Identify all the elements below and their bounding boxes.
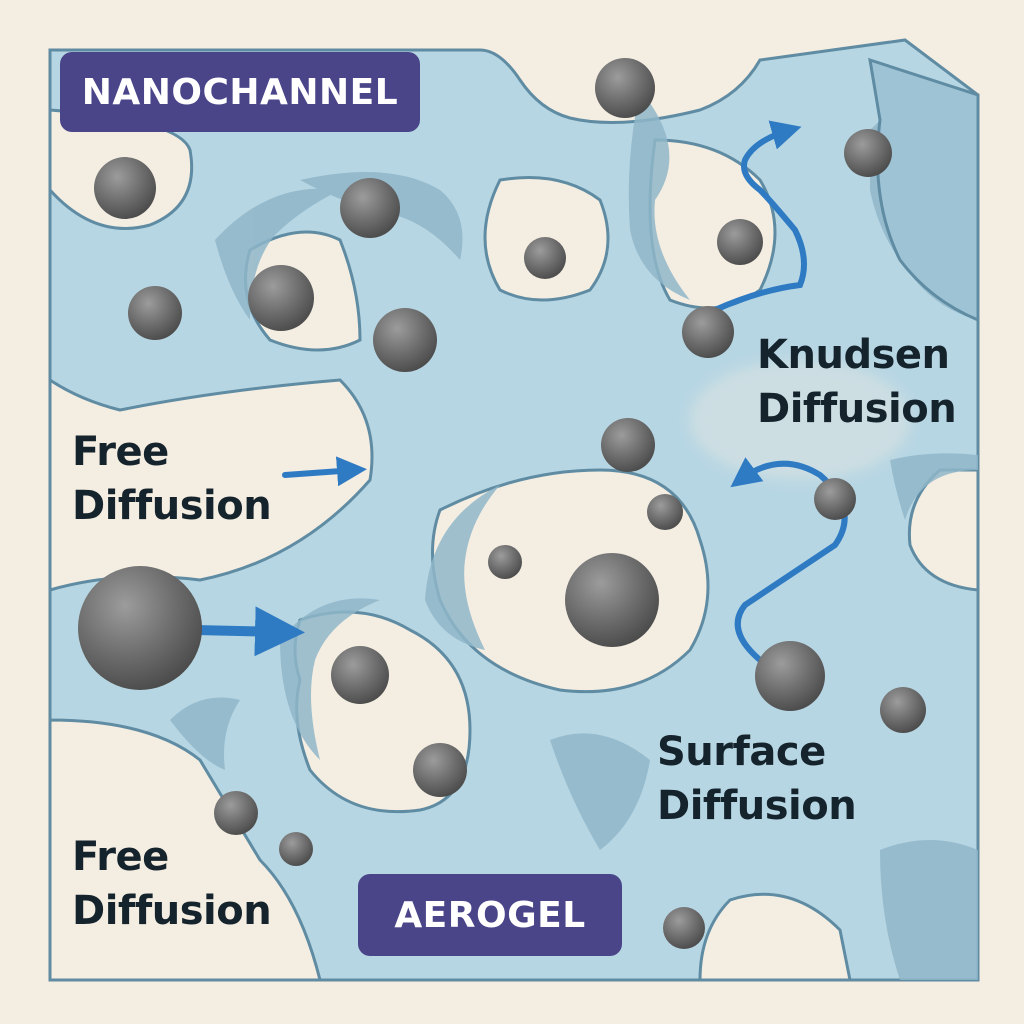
label-line: Diffusion — [657, 783, 857, 829]
label-line: Diffusion — [757, 386, 957, 432]
solid-matrix — [48, 38, 980, 982]
label-line: Surface — [657, 729, 826, 775]
label-line: Diffusion — [72, 483, 272, 529]
particle — [682, 306, 734, 358]
particle — [880, 687, 926, 733]
free-diffusion-label-low: Free Diffusion — [72, 830, 272, 938]
free-diffusion-arrow-mid — [282, 456, 367, 487]
particle — [373, 308, 437, 372]
surface-path-arrow — [730, 457, 848, 663]
pore-walls — [170, 90, 978, 980]
particle — [663, 907, 705, 949]
nanochannel-tag: NANOCHANNEL — [60, 52, 420, 132]
particle — [595, 58, 655, 118]
knudsen-diffusion-label: Knudsen Diffusion — [757, 328, 957, 436]
particle — [340, 178, 400, 238]
particle — [248, 265, 314, 331]
free-diffusion-arrow-low — [190, 606, 305, 657]
particle — [814, 478, 856, 520]
label-line: Diffusion — [72, 888, 272, 934]
particle — [128, 286, 182, 340]
knudsen-path-arrow — [712, 120, 807, 313]
surface-diffusion-label: Surface Diffusion — [657, 725, 857, 833]
free-diffusion-label-mid: Free Diffusion — [72, 425, 272, 533]
particle — [413, 743, 467, 797]
aerogel-tag: AEROGEL — [358, 874, 622, 956]
particle — [488, 545, 522, 579]
diffusion-arrows — [190, 120, 848, 663]
particle — [94, 157, 156, 219]
gas-particles — [78, 58, 926, 949]
particle — [524, 237, 566, 279]
particle — [565, 553, 659, 647]
particle — [844, 129, 892, 177]
particle — [755, 641, 825, 711]
particle — [214, 791, 258, 835]
label-line: Free — [72, 834, 169, 880]
label-line: Knudsen — [757, 332, 950, 378]
particle — [647, 494, 683, 530]
particle — [331, 646, 389, 704]
particle — [601, 418, 655, 472]
label-line: Free — [72, 429, 169, 475]
particle — [78, 566, 202, 690]
particle — [279, 832, 313, 866]
particle — [717, 219, 763, 265]
